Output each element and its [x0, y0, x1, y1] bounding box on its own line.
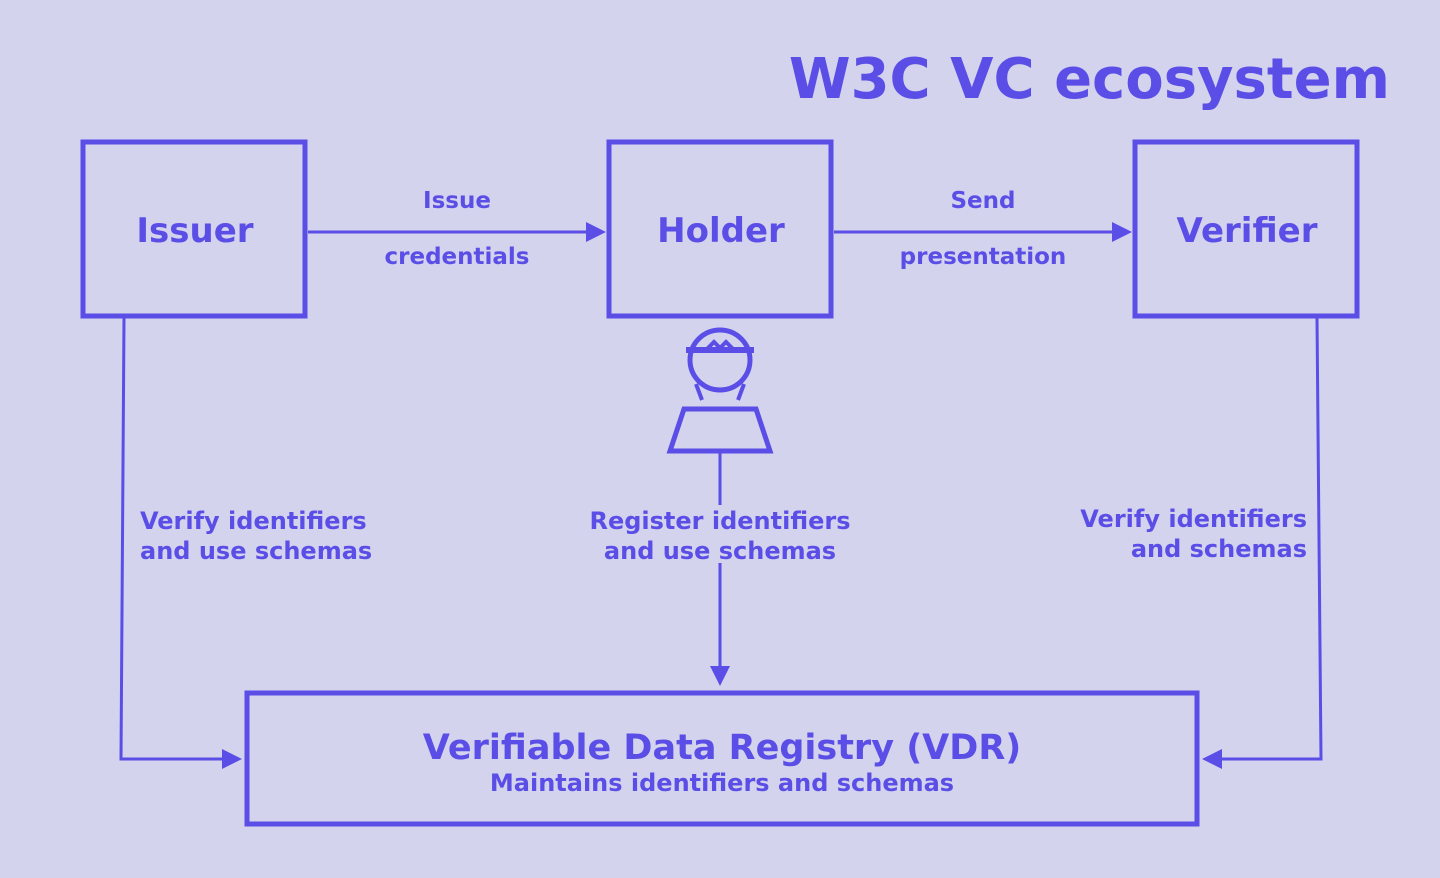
holder-vdr-label: Register identifiers and use schemas	[560, 506, 880, 566]
send-label-line2: presentation	[899, 244, 1067, 270]
send-label-line1: Send	[950, 188, 1016, 214]
vdr-box	[244, 690, 1200, 827]
issuer-box	[80, 139, 308, 319]
vdr-title: Verifiable Data Registry (VDR)	[422, 728, 1022, 768]
verifier-vdr-label-line1: Verify identifiers	[1080, 505, 1307, 533]
issuer-label: Issuer	[136, 211, 254, 251]
vdr-subtitle: Maintains identifiers and schemas	[489, 769, 955, 797]
holder-box	[606, 139, 834, 319]
send-presentation-arrow	[834, 222, 1132, 242]
issuer-vdr-label-line2: and use schemas	[140, 537, 373, 565]
holder-to-vdr-arrow	[710, 452, 730, 686]
verifier-box	[1132, 139, 1360, 319]
person-icon	[666, 327, 774, 454]
issue-label-line1: Issue	[423, 188, 491, 214]
holder-label: Holder	[657, 211, 785, 251]
holder-vdr-label-line1: Register identifiers	[589, 507, 851, 535]
issuer-vdr-label-line1: Verify identifiers	[140, 507, 367, 535]
verifier-label: Verifier	[1176, 211, 1318, 251]
issuer-to-vdr-arrow	[119, 317, 242, 769]
verifier-vdr-label-line2: and schemas	[1130, 535, 1307, 563]
issuer-vdr-label: Verify identifiers and use schemas	[140, 506, 372, 566]
issue-label-line2: credentials	[384, 244, 530, 270]
verifier-to-vdr-arrow	[1202, 317, 1323, 769]
verifier-vdr-label: Verify identifiers and schemas	[1000, 504, 1307, 564]
diagram-title: W3C VC ecosystem	[788, 47, 1390, 112]
issue-credentials-arrow	[308, 222, 606, 242]
holder-vdr-label-line2: and use schemas	[603, 537, 837, 565]
